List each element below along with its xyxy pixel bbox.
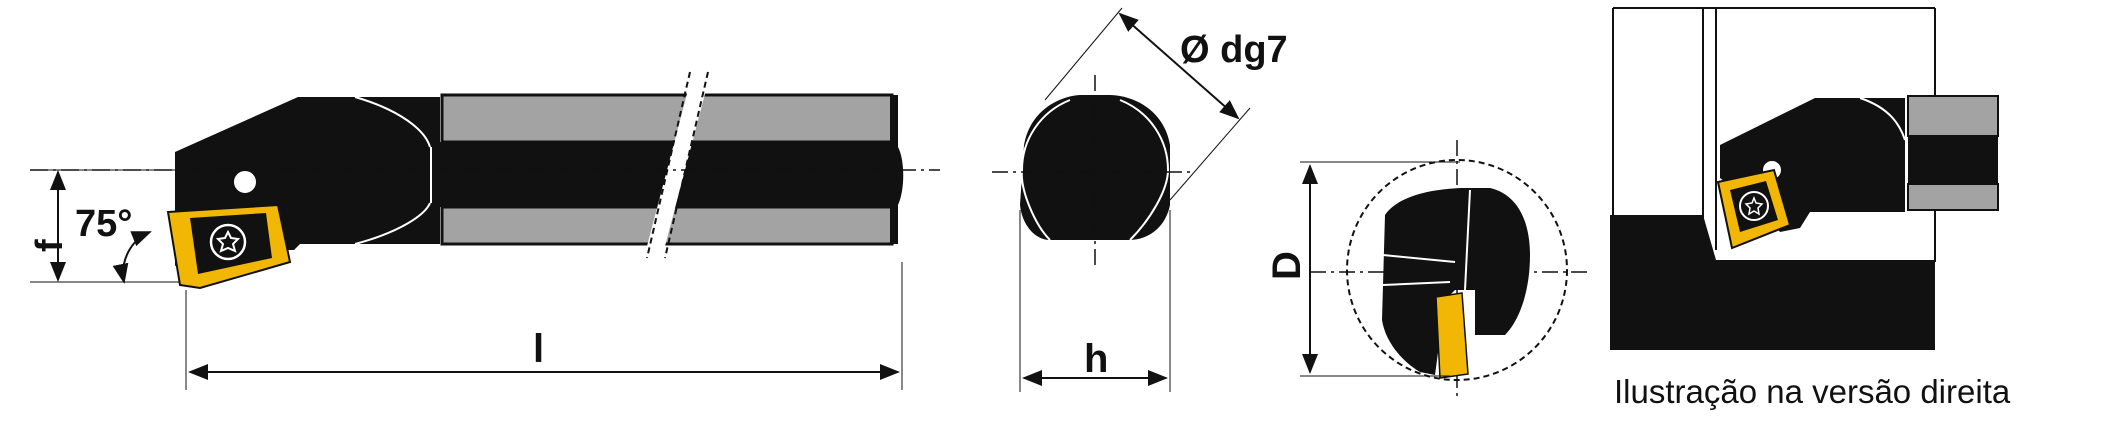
- shank-flat-top: [440, 93, 894, 144]
- dimension-l: l: [185, 262, 903, 390]
- torx-screw-icon: [1744, 195, 1764, 216]
- caption: Ilustração na versão direita: [1614, 373, 2011, 410]
- rh-shank-top: [1907, 95, 1999, 137]
- label-h: h: [1084, 337, 1108, 381]
- label-D: D: [1265, 251, 1309, 280]
- dimension-f: f: [29, 169, 180, 283]
- workpiece: [1610, 215, 1935, 350]
- side-view: f 75° l: [29, 71, 940, 390]
- rh-shank-core: [1908, 136, 1998, 184]
- dimension-angle: 75°: [75, 203, 152, 284]
- label-f: f: [29, 239, 71, 252]
- bore-view: D: [1265, 140, 1590, 400]
- cutting-insert: [166, 203, 292, 290]
- end-view: Ø dg7 h: [992, 7, 1288, 392]
- dimension-dg7: Ø dg7: [1044, 7, 1288, 201]
- bore-bar-head: [1382, 188, 1530, 375]
- dimension-D: D: [1265, 161, 1460, 377]
- shank-end: [890, 95, 904, 244]
- dimension-h: h: [1019, 210, 1171, 392]
- clamp-hole: [232, 169, 258, 195]
- bore-insert: [1435, 292, 1469, 379]
- right-hand-illustration: Ilustração na versão direita: [1610, 7, 2011, 410]
- label-dg7: Ø dg7: [1180, 29, 1288, 71]
- label-l: l: [533, 327, 544, 371]
- torx-screw-icon: [215, 229, 241, 253]
- rh-shank-bottom: [1907, 183, 1999, 211]
- rh-insert: [1716, 168, 1792, 250]
- label-angle: 75°: [75, 203, 132, 245]
